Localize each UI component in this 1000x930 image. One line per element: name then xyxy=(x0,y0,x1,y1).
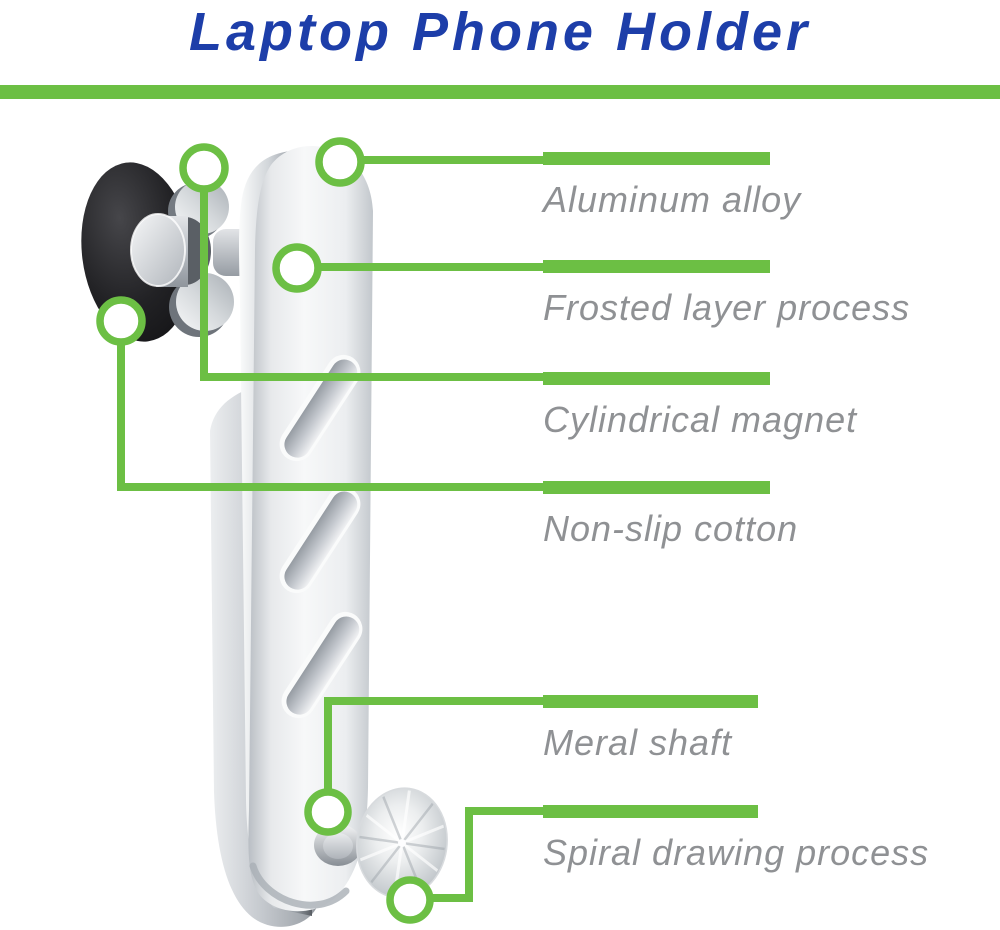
feature-callout-spiral-drawing: Spiral drawing process xyxy=(543,805,929,872)
feature-underline-bar xyxy=(543,695,758,708)
callout-lines xyxy=(117,156,545,902)
feature-label: Frosted layer process xyxy=(543,287,911,328)
feature-label: Aluminum alloy xyxy=(543,179,802,220)
feature-underline-bar xyxy=(543,152,770,165)
page-title: Laptop Phone Holder xyxy=(189,2,811,62)
feature-callout-aluminum-alloy: Aluminum alloy xyxy=(543,152,801,219)
feature-label: Cylindrical magnet xyxy=(543,399,858,440)
feature-callout-metal-shaft: Meral shaft xyxy=(543,695,758,762)
slot xyxy=(281,611,363,719)
callout-point-shaft xyxy=(304,788,352,836)
callout-point-aluminum xyxy=(315,137,365,187)
slot xyxy=(279,486,361,594)
callout-point-cotton xyxy=(96,296,146,346)
feature-callout-cylindrical-magnet: Cylindrical magnet xyxy=(543,372,857,439)
callout-point-spiral xyxy=(386,876,434,924)
callout-circles xyxy=(96,137,434,924)
feature-label: Non-slip cotton xyxy=(543,508,799,549)
callout-point-frosted xyxy=(272,243,322,293)
feature-label: Spiral drawing process xyxy=(543,832,930,873)
feature-underline-bar xyxy=(543,260,770,273)
feature-underline-bar xyxy=(543,481,770,494)
spun-disc xyxy=(352,786,452,900)
feature-underline-bar xyxy=(543,372,770,385)
feature-callout-non-slip-cotton: Non-slip cotton xyxy=(543,481,798,548)
feature-callout-frosted-layer: Frosted layer process xyxy=(543,260,910,327)
arm xyxy=(239,146,373,916)
callout-point-magnet xyxy=(179,143,229,193)
title-divider xyxy=(0,85,1000,99)
feature-label: Meral shaft xyxy=(543,722,733,763)
feature-underline-bar xyxy=(543,805,758,818)
magnet-cylinder xyxy=(130,213,211,287)
slot xyxy=(279,354,361,462)
